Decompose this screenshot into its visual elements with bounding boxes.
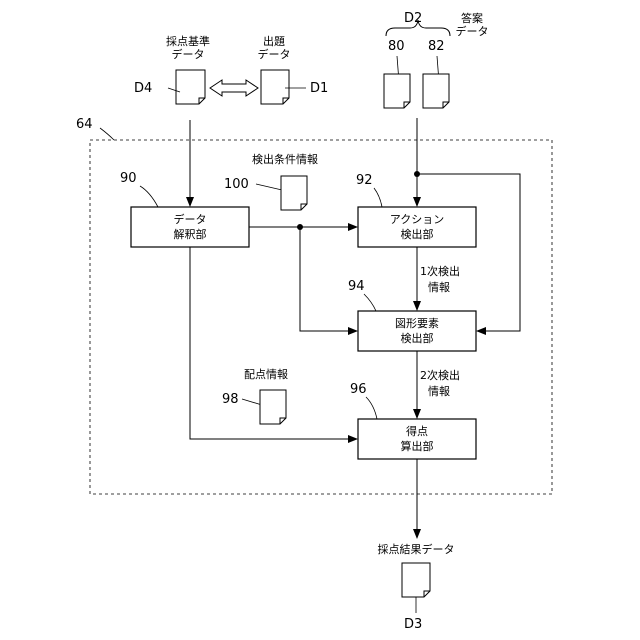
detect-condition-info-label: 検出条件情報 xyxy=(252,152,318,166)
scoring-criteria-label-1: 採点基準 xyxy=(166,34,210,48)
first-detect-info-line1: 1次検出 xyxy=(420,264,460,278)
ref-98: 98 xyxy=(222,392,239,407)
ref-leader-64 xyxy=(100,128,114,140)
scoring-info-label: 配点情報 xyxy=(244,368,288,381)
ref-90: 90 xyxy=(120,171,137,186)
question-data-label-1: 出題 xyxy=(263,34,285,48)
doc-80-icon xyxy=(384,74,410,108)
data-analysis-line1: データ xyxy=(174,212,207,226)
first-detect-info-line2: 情報 xyxy=(428,281,450,294)
d4-document-icon xyxy=(176,70,205,104)
ref-64: 64 xyxy=(76,117,93,132)
score-calculation-line2: 算出部 xyxy=(401,439,434,453)
action-detection-line1: アクション xyxy=(390,213,444,226)
second-detect-info-line1: 2次検出 xyxy=(420,368,460,382)
arrow-d2-to-shape xyxy=(417,174,520,331)
question-data-label-2: データ xyxy=(258,47,291,61)
answer-data-label-1: 答案 xyxy=(461,11,483,25)
score-calculation-line1: 得点 xyxy=(406,425,428,438)
bidirectional-arrow-icon xyxy=(210,80,258,96)
d3-document-icon xyxy=(402,563,430,597)
detect-condition-document-icon xyxy=(281,176,307,210)
second-detect-info-line2: 情報 xyxy=(428,385,450,398)
ref-94: 94 xyxy=(348,279,365,294)
scoring-criteria-label-2: データ xyxy=(172,47,205,61)
scoring-result-label: 採点結果データ xyxy=(378,542,455,556)
scoring-info-document-icon xyxy=(260,390,286,424)
shape-element-detection-line2: 検出部 xyxy=(401,331,434,345)
ref-100: 100 xyxy=(224,177,249,192)
data-analysis-line2: 解釈部 xyxy=(174,227,207,241)
d1-label: D1 xyxy=(310,81,328,96)
d3-label: D3 xyxy=(404,617,422,632)
action-detection-line2: 検出部 xyxy=(401,227,434,241)
doc-82-icon xyxy=(423,74,449,108)
d1-document-icon xyxy=(261,70,289,104)
d2-brace xyxy=(386,20,450,36)
ref-80: 80 xyxy=(388,39,405,54)
ref-82: 82 xyxy=(428,39,445,54)
answer-data-label-2: データ xyxy=(456,24,489,38)
system-boundary xyxy=(90,140,552,494)
d4-label: D4 xyxy=(134,81,152,96)
ref-96: 96 xyxy=(350,382,367,397)
shape-element-detection-line1: 図形要素 xyxy=(395,317,439,330)
ref-92: 92 xyxy=(356,173,373,188)
